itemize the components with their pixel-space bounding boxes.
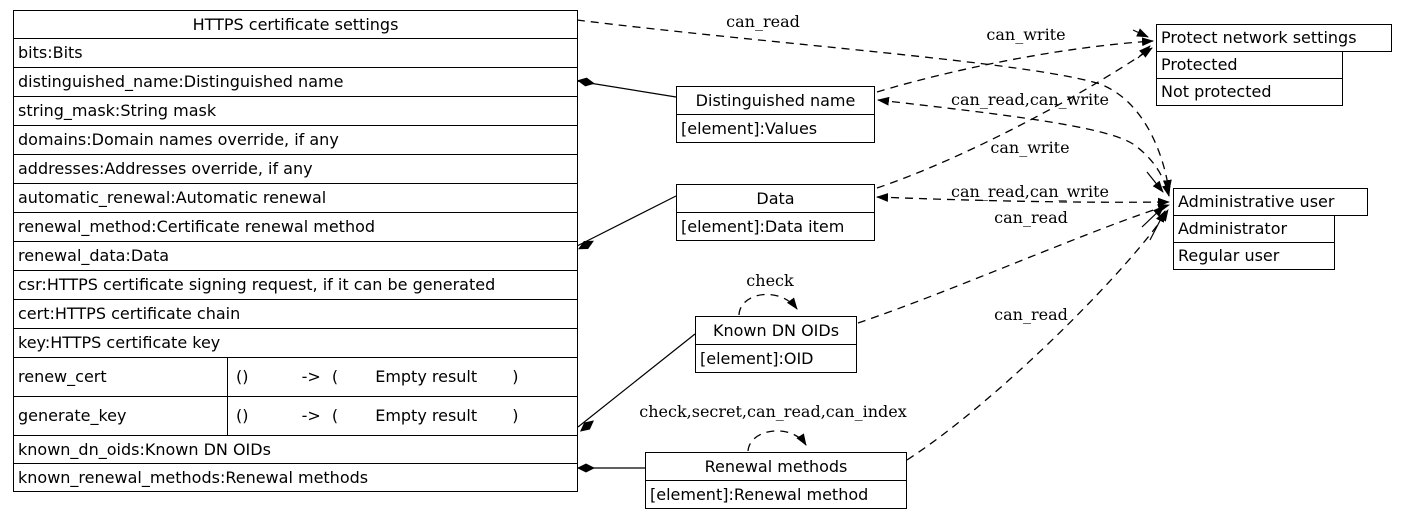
attribute-row-distinguished-name: distinguished_name:Distinguished name: [14, 67, 577, 96]
edge-knowndnoids-selfloop: [738, 293, 798, 316]
attribute-row-renewal-data: renewal_data:Data: [14, 241, 577, 270]
edge-label-knowndnoids-selfloop: check: [746, 271, 794, 290]
attribute-row-automatic-renewal: automatic_renewal:Automatic renewal: [14, 183, 577, 212]
method-signature: () -> ( Empty result ): [228, 397, 577, 435]
element-row: [element]:Renewal method: [646, 480, 906, 508]
comp-renewal-data: [576, 195, 677, 247]
method-name: renew_cert: [14, 358, 228, 396]
edge-label-knowndnoids-adminuser: can_read: [994, 208, 1068, 227]
class-title: Distinguished name: [695, 91, 856, 110]
option-administrator: Administrator: [1178, 219, 1288, 238]
administrative-user-options: Administrator Regular user: [1173, 215, 1335, 270]
renewal-methods-class: Renewal methods [element]:Renewal method: [645, 452, 907, 509]
attribute-row-domains: domains:Domain names override, if any: [14, 125, 577, 154]
method-arrow: ->: [301, 406, 321, 425]
element-row: [element]:Data item: [677, 212, 874, 240]
distinguished-name-class: Distinguished name [element]:Values: [676, 86, 875, 143]
option-protected: Protected: [1161, 55, 1238, 74]
class-title: Known DN OIDs: [712, 321, 840, 340]
edge-label-dn-protect: can_write: [986, 25, 1066, 44]
edge-renewalmethods-selfloop: [747, 430, 807, 452]
class-title: Renewal methods: [704, 457, 848, 476]
attribute-row-csr: csr:HTTPS certificate signing request, i…: [14, 270, 577, 299]
method-name: generate_key: [14, 397, 228, 435]
attribute-row-key: key:HTTPS certificate key: [14, 328, 577, 357]
method-params: (): [236, 406, 249, 425]
method-close-paren: ): [512, 406, 519, 425]
method-params: (): [236, 367, 249, 386]
method-open-paren: (: [331, 406, 339, 425]
edge-label-data-adminuser: can_read,can_write: [951, 182, 1109, 201]
attribute-row-addresses: addresses:Addresses override, if any: [14, 154, 577, 183]
protect-network-settings-title: Protect network settings: [1156, 24, 1392, 52]
https-certificate-settings-class: HTTPS certificate settings bits:Bits dis…: [13, 10, 578, 492]
composition-diamonds: [577, 77, 595, 473]
option-regular-user: Regular user: [1174, 242, 1334, 269]
element-row: [element]:Values: [677, 114, 874, 142]
edge-label-renewalmethods-adminuser: can_read: [994, 305, 1068, 324]
protect-network-settings-options: Protected Not protected: [1156, 51, 1343, 106]
method-open-paren: (: [331, 367, 339, 386]
method-result: Empty result: [375, 406, 478, 425]
attribute-row-known-dn-oids: known_dn_oids:Known DN OIDs: [14, 435, 577, 463]
element-row: [element]:OID: [696, 344, 856, 372]
attribute-row-string-mask: string_mask:String mask: [14, 96, 577, 125]
edge-label-renewalmethods-selfloop: check,secret,can_read,can_index: [639, 402, 907, 421]
method-arrow: ->: [301, 367, 321, 386]
method-close-paren: ): [512, 367, 519, 386]
method-result: Empty result: [375, 367, 478, 386]
option-not-protected: Not protected: [1157, 78, 1342, 105]
class-title: Data: [756, 189, 795, 208]
edge-dn-protect: [876, 37, 1154, 93]
edge-label-settings-adminuser: can_read: [726, 12, 800, 31]
edge-label-data-protect: can_write: [990, 138, 1070, 157]
class-title: HTTPS certificate settings: [192, 15, 399, 34]
known-dn-oids-class: Known DN OIDs [element]:OID: [695, 316, 857, 373]
edge-data-protect: [876, 47, 1153, 189]
administrative-user-title: Administrative user: [1173, 188, 1368, 216]
attribute-row-known-renewal-methods: known_renewal_methods:Renewal methods: [14, 463, 577, 491]
method-row-renew-cert: renew_cert () -> ( Empty result ): [14, 357, 577, 396]
method-signature: () -> ( Empty result ): [228, 358, 577, 396]
attribute-row-cert: cert:HTTPS certificate chain: [14, 299, 577, 328]
edge-renewalmethods-adminuser: [906, 209, 1169, 461]
comp-distinguished-name: [576, 80, 677, 98]
attribute-row-bits: bits:Bits: [14, 38, 577, 67]
attribute-row-renewal-method: renewal_method:Certificate renewal metho…: [14, 212, 577, 241]
method-row-generate-key: generate_key () -> ( Empty result ): [14, 396, 577, 435]
data-class: Data [element]:Data item: [676, 184, 875, 241]
edge-label-dn-adminuser: can_read,can_write: [951, 90, 1109, 109]
